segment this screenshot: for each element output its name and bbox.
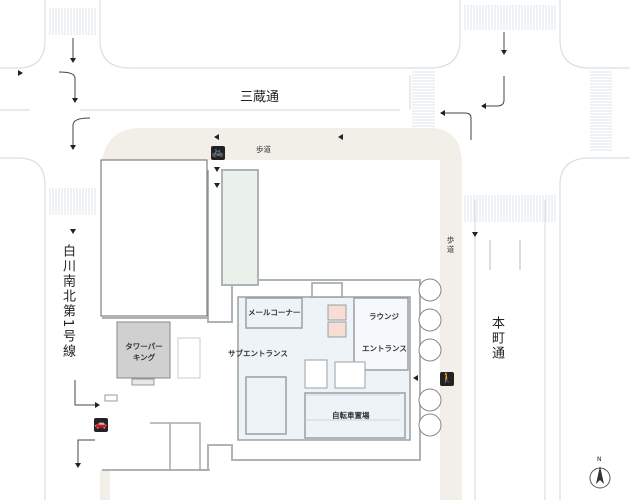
lane-arrows: [489, 240, 521, 270]
arrowheads: [18, 50, 507, 468]
road-label-honmachi: 本町通: [489, 316, 504, 361]
tower-parking-label: タワーパーキング: [125, 342, 163, 362]
sub-entrance-label: サブエントランス: [228, 349, 288, 358]
road-label-sanzo: 三蔵通: [240, 90, 280, 105]
trees: [418, 278, 442, 437]
pedestrian-icon: 🚶: [440, 372, 454, 386]
sidewalk-label-right: 歩道: [446, 236, 455, 255]
entrance-label: エントランス: [362, 344, 407, 353]
tower-parking: [116, 321, 171, 379]
lounge-label: ラウンジ: [369, 312, 399, 321]
road-label-shirakawa: 白川南北第1号線: [60, 244, 75, 360]
north-label: N: [597, 456, 602, 463]
mail-corner-label: メールコーナー: [248, 308, 301, 317]
car-icon: 🚗: [94, 418, 108, 432]
north-arrow-icon: [589, 466, 611, 489]
sidewalk-label-top: 歩道: [256, 145, 271, 154]
bike-racks: [305, 394, 400, 421]
neighbor-lot: [100, 159, 208, 317]
traffic-arrows: [58, 32, 505, 465]
crosswalks: [49, 5, 612, 222]
site-walls: [102, 169, 421, 471]
bicycle-icon: 🚲: [211, 146, 225, 160]
bicycle-parking-label: 自転車置場: [332, 411, 370, 420]
building: [237, 282, 411, 441]
